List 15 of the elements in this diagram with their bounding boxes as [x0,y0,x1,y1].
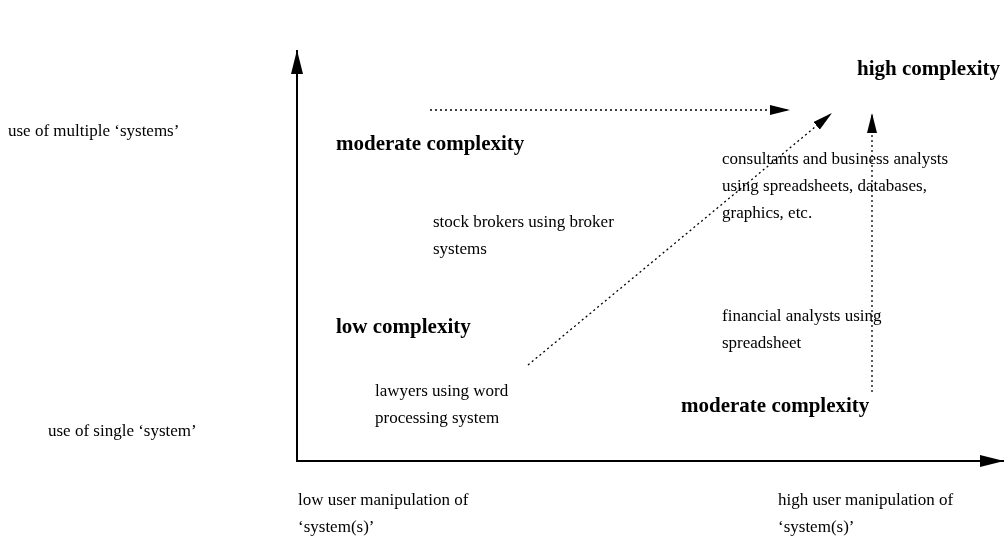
dotted-arrow [429,105,791,115]
dotted-arrow [867,112,877,393]
text-label: consultants and business analysts using spreadsheets, databases, graphics, etc. [722,148,950,224]
complexity-heading: high complexity [857,55,1000,81]
text-label: stock brokers using broker systems [433,211,615,260]
text-label: use of multiple ‘systems’ [8,120,181,142]
complexity-heading: moderate complexity [336,130,525,156]
complexity-heading: moderate complexity [681,392,870,418]
text-label: high user manipulation of ‘system(s)’ [778,489,955,538]
complexity-heading: low complexity [336,313,471,339]
text-label: use of single ‘system’ [48,420,198,442]
text-label: lawyers using word processing system [375,380,510,429]
text-label: low user manipulation of ‘system(s)’ [298,489,470,538]
text-label: financial analysts using spreadsheet [722,305,883,354]
dotted-arrow [527,112,833,366]
